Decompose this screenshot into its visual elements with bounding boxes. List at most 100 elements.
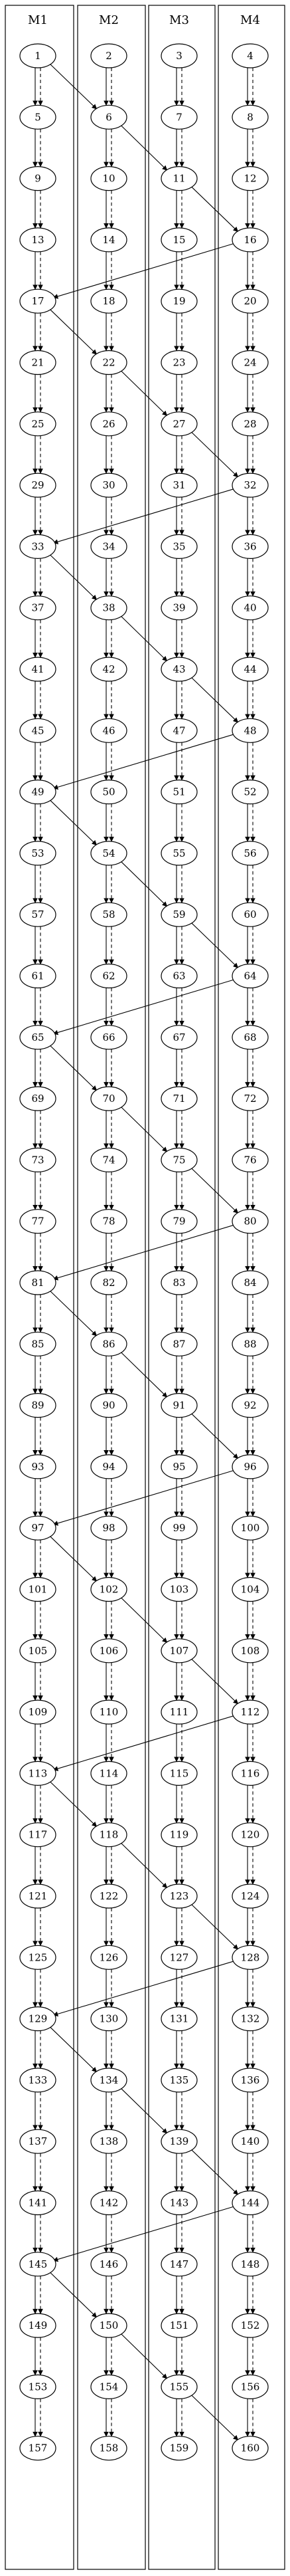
node-139: 139: [161, 2129, 198, 2154]
node-label: 5: [35, 111, 41, 123]
node-ellipse: [161, 350, 198, 376]
node-158: 158: [90, 2436, 127, 2461]
node-148: 148: [232, 2252, 269, 2277]
edge-102-107-diagonal: [120, 1597, 168, 1643]
node-ellipse: [232, 1270, 269, 1295]
node-label: 124: [241, 1890, 260, 1902]
node-ellipse: [161, 1209, 198, 1234]
node-86: 86: [90, 1331, 127, 1356]
node-29: 29: [19, 473, 56, 498]
node-ellipse: [90, 1393, 127, 1418]
node-ellipse: [19, 1147, 56, 1173]
node-ellipse: [19, 1209, 56, 1234]
node-label: 76: [244, 1154, 256, 1166]
node-ellipse: [90, 1761, 127, 1786]
node-label: 16: [244, 234, 256, 246]
node-label: 135: [170, 2074, 189, 2086]
edge-97-102-diagonal: [50, 1536, 98, 1582]
node-label: 71: [173, 1093, 185, 1105]
node-ellipse: [90, 1883, 127, 1909]
node-ellipse: [161, 718, 198, 743]
node-111: 111: [161, 1699, 198, 1725]
node-69: 69: [19, 1086, 56, 1111]
node-label: 146: [100, 2258, 119, 2270]
node-115: 115: [161, 1761, 198, 1786]
node-ellipse: [161, 595, 198, 621]
lane-title: M2: [99, 13, 119, 27]
node-46: 46: [90, 718, 127, 743]
node-label: 97: [31, 1522, 44, 1534]
node-label: 75: [173, 1154, 185, 1166]
node-9: 9: [19, 166, 56, 191]
node-ellipse: [232, 1147, 269, 1173]
node-label: 157: [29, 2442, 48, 2454]
edge-81-86-diagonal: [50, 1290, 98, 1337]
node-41: 41: [19, 657, 56, 682]
node-ellipse: [19, 595, 56, 621]
node-label: 23: [173, 357, 185, 369]
node-label: 73: [31, 1154, 44, 1166]
node-144: 144: [232, 2190, 269, 2216]
node-ellipse: [232, 595, 269, 621]
edge-11-16-diagonal: [191, 186, 239, 233]
node-ellipse: [161, 1822, 198, 1848]
node-ellipse: [90, 1025, 127, 1050]
node-label: 51: [173, 786, 185, 798]
node-label: 131: [170, 2013, 189, 2025]
node-ellipse: [19, 288, 56, 314]
node-label: 36: [244, 540, 256, 552]
node-ellipse: [19, 1025, 56, 1050]
node-132: 132: [232, 2006, 269, 2032]
node-label: 90: [102, 1400, 115, 1412]
node-label: 142: [100, 2197, 119, 2209]
node-ellipse: [161, 1515, 198, 1541]
node-108: 108: [232, 1638, 269, 1664]
node-label: 101: [29, 1584, 48, 1596]
node-10: 10: [90, 166, 127, 191]
node-138: 138: [90, 2129, 127, 2154]
node-label: 38: [102, 602, 115, 614]
lane-m4: M4: [218, 5, 285, 2570]
node-ellipse: [90, 1147, 127, 1173]
node-ellipse: [90, 1331, 127, 1356]
node-12: 12: [232, 166, 269, 191]
edge-17-22-diagonal: [50, 309, 98, 355]
node-55: 55: [161, 841, 198, 866]
node-label: 143: [170, 2197, 189, 2209]
node-label: 136: [241, 2074, 260, 2086]
node-20: 20: [232, 288, 269, 314]
node-label: 121: [29, 1890, 48, 1902]
node-ellipse: [19, 1393, 56, 1418]
node-78: 78: [90, 1209, 127, 1234]
edge-38-43-diagonal: [120, 615, 168, 662]
node-98: 98: [90, 1515, 127, 1541]
node-label: 52: [244, 786, 256, 798]
node-145: 145: [19, 2252, 56, 2277]
node-label: 144: [241, 2197, 260, 2209]
node-label: 59: [173, 909, 185, 920]
node-51: 51: [161, 779, 198, 805]
node-label: 13: [31, 234, 44, 246]
node-8: 8: [232, 104, 269, 130]
node-label: 152: [241, 2319, 260, 2331]
node-label: 25: [31, 418, 44, 430]
node-ellipse: [161, 1883, 198, 1909]
edge-91-96-diagonal: [191, 1413, 239, 1459]
node-label: 21: [31, 357, 44, 369]
node-62: 62: [90, 963, 127, 989]
node-label: 133: [29, 2074, 48, 2086]
node-label: 83: [173, 1277, 185, 1289]
node-ellipse: [161, 2068, 198, 2093]
node-75: 75: [161, 1147, 198, 1173]
node-label: 40: [244, 602, 256, 614]
node-114: 114: [90, 1761, 127, 1786]
node-label: 86: [102, 1338, 115, 1350]
node-ellipse: [232, 1761, 269, 1786]
node-label: 72: [244, 1093, 256, 1105]
node-ellipse: [19, 841, 56, 866]
node-label: 55: [173, 847, 185, 859]
node-label: 18: [102, 295, 115, 307]
node-ellipse: [232, 2190, 269, 2216]
node-ellipse: [232, 1822, 269, 1848]
